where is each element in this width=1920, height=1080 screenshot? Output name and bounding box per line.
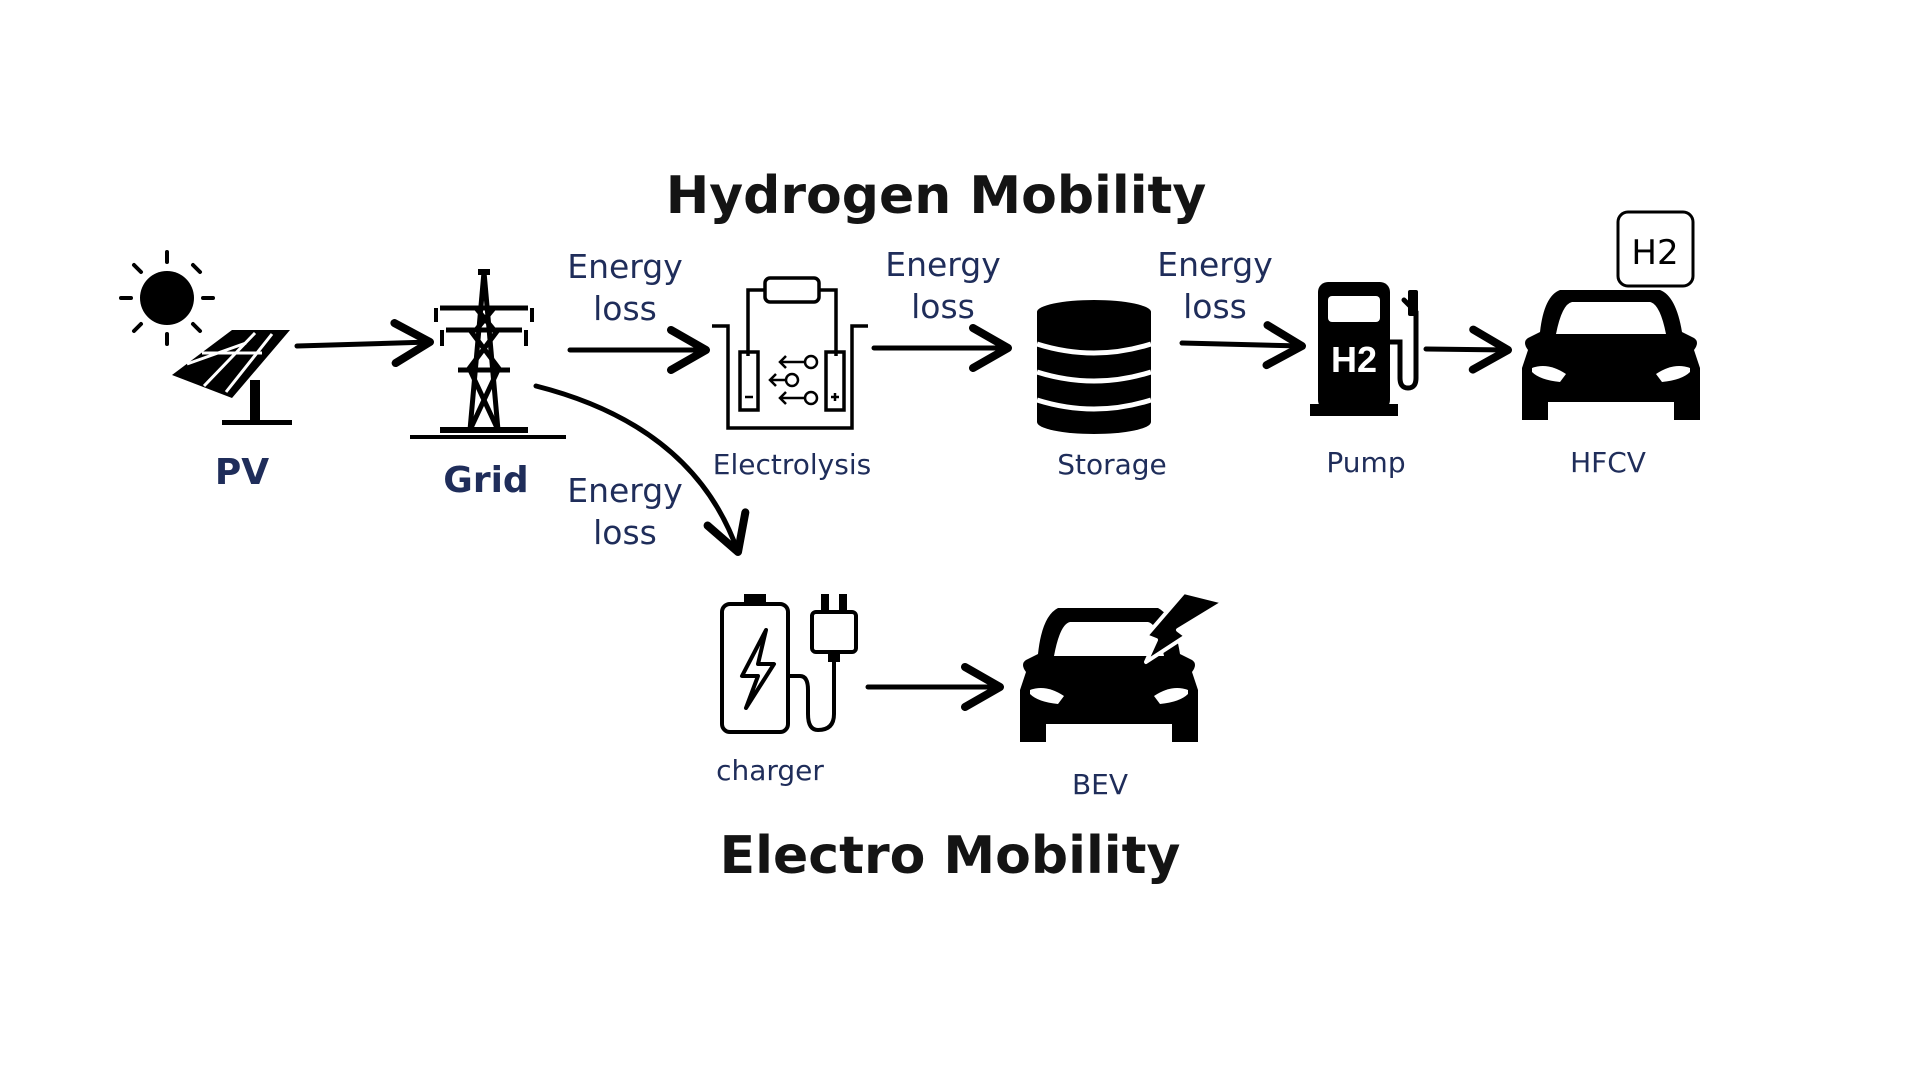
arrow-pump-to-hfcv (1423, 325, 1512, 374)
hfcv-label: HFCV (1570, 446, 1646, 479)
energy-loss-line2: loss (593, 513, 657, 552)
electrolysis-icon (712, 276, 868, 430)
hydrogen-mobility-title: Hydrogen Mobility (665, 166, 1207, 226)
energy-loss-grid-electrolysis: Energy loss (567, 246, 683, 330)
energy-loss-line1: Energy (1157, 245, 1273, 284)
charger-label: charger (716, 754, 824, 787)
bev-car-icon (1020, 590, 1226, 742)
grid-label: Grid (443, 460, 529, 501)
energy-loss-line2: loss (593, 289, 657, 328)
pump-h2-mark: H2 (1331, 339, 1377, 380)
electrolysis-label: Electrolysis (712, 448, 872, 481)
grid-tower-icon (410, 269, 566, 439)
energy-loss-line2: loss (911, 287, 975, 326)
charger-icon (720, 594, 858, 734)
pump-icon: H2 (1310, 282, 1419, 416)
storage-label: Storage (1057, 448, 1167, 481)
energy-loss-grid-charger: Energy loss (567, 470, 683, 554)
storage-database-icon (1036, 300, 1152, 434)
arrow-grid-to-charger (533, 383, 750, 556)
energy-loss-line1: Energy (567, 247, 683, 286)
energy-loss-storage-pump: Energy loss (1157, 244, 1273, 328)
pump-label: Pump (1326, 446, 1406, 479)
energy-loss-line1: Energy (567, 471, 683, 510)
energy-loss-electrolysis-storage: Energy loss (885, 244, 1001, 328)
pv-label: PV (214, 452, 270, 493)
pv-icon (119, 250, 292, 425)
energy-loss-line2: loss (1183, 287, 1247, 326)
energy-loss-line1: Energy (885, 245, 1001, 284)
arrow-storage-to-pump (1179, 321, 1306, 370)
electro-mobility-title: Electro Mobility (719, 826, 1181, 886)
bev-label: BEV (1071, 768, 1129, 801)
h2-badge: H2 (1631, 233, 1678, 273)
arrow-pv-to-grid (294, 319, 434, 368)
hfcv-car-icon: H2 (1522, 210, 1700, 420)
